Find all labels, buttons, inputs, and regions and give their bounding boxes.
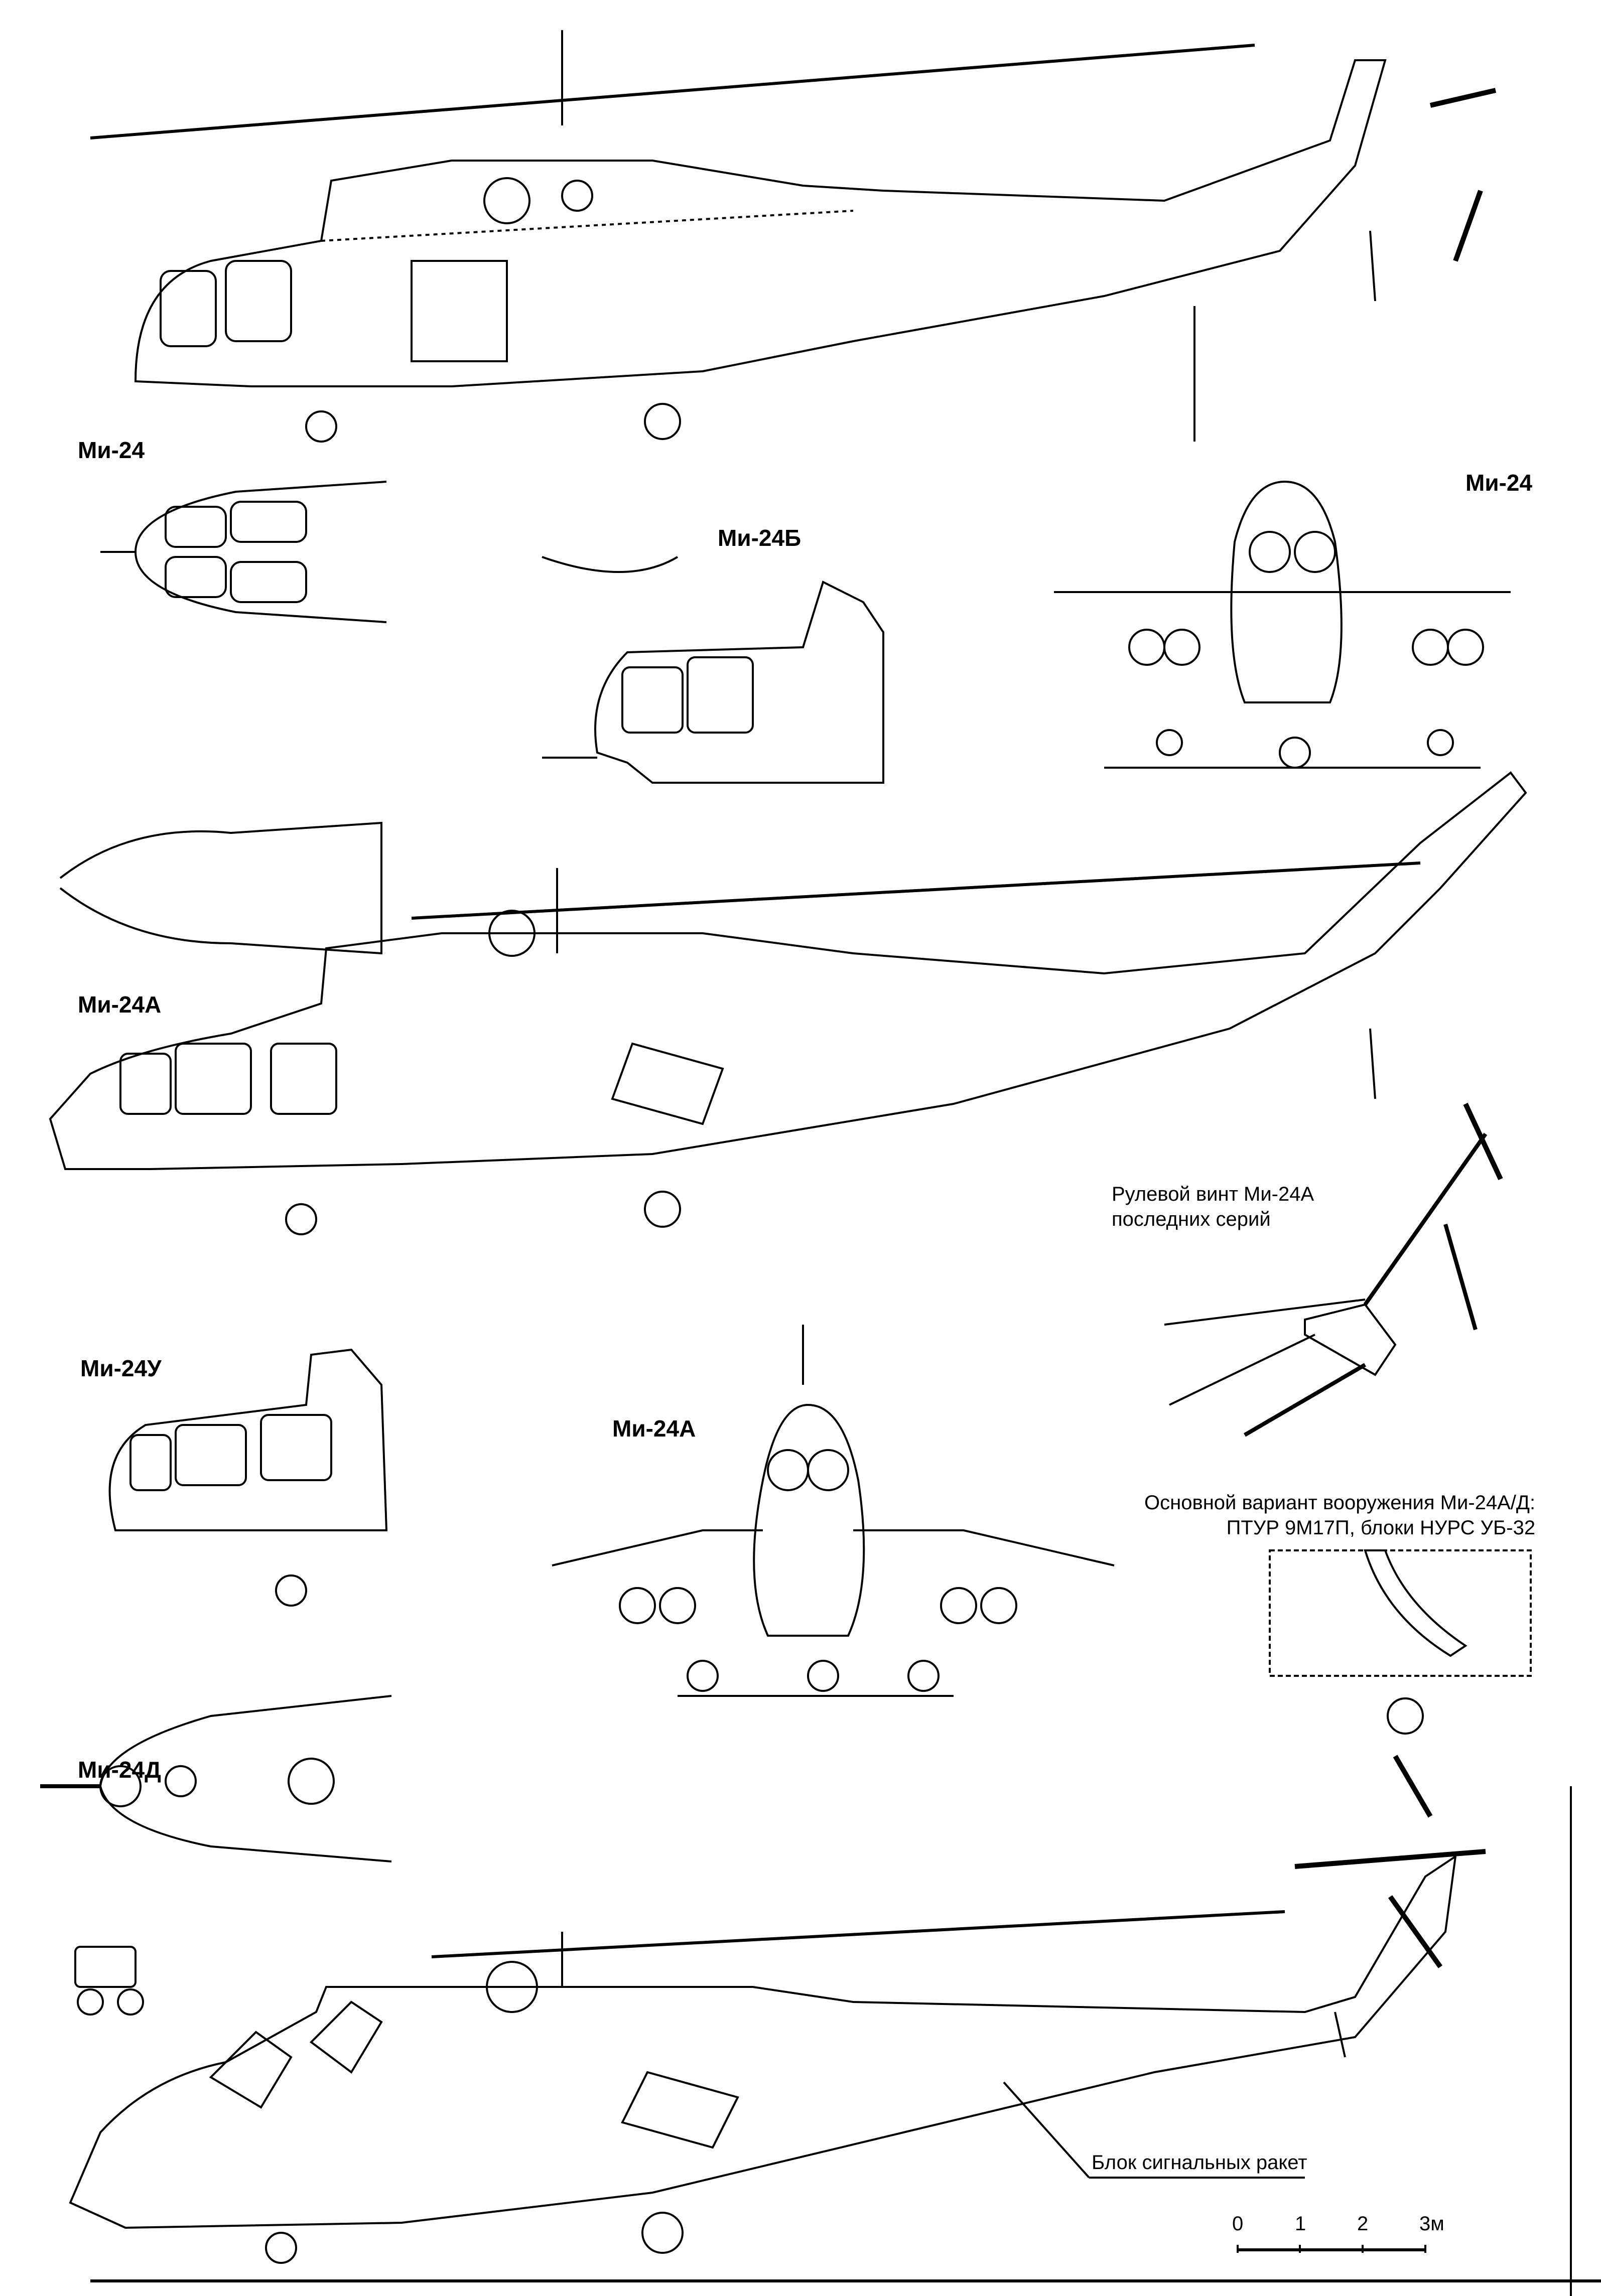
caption-armament-line2: ПТУР 9М17П, блоки НУРС УБ-32 xyxy=(1226,1517,1536,1539)
label-mi24a-side: Ми-24А xyxy=(78,991,162,1018)
label-mi24b: Ми-24Б xyxy=(718,525,802,551)
mi24u-nose-view xyxy=(108,1348,388,1607)
armament-detail xyxy=(1269,1549,1532,1735)
scale-label-0: 0 xyxy=(1232,2213,1244,2235)
mi24-canopy-top-view xyxy=(100,481,387,623)
mi24b-nose-view xyxy=(542,556,884,784)
scale-label-2: 2 xyxy=(1357,2213,1369,2235)
label-mi24a-front: Ми-24А xyxy=(612,1415,696,1442)
label-mi24-front: Ми-24 xyxy=(1465,470,1533,496)
mi24a-side-view xyxy=(49,771,1527,1235)
caption-flare-block: Блок сигнальных ракет xyxy=(1092,2151,1307,2174)
scale-label-1: 1 xyxy=(1295,2213,1306,2235)
mi24-side-view xyxy=(90,30,1497,443)
label-mi24d: Ми-24Д xyxy=(78,1757,161,1783)
tail-rotor-detail xyxy=(1164,1132,1488,1437)
mi24d-front-mini xyxy=(74,1946,144,2016)
caption-armament: Основной вариант вооружения Ми-24А/Д: ПТ… xyxy=(1144,1490,1535,1540)
mi24a-front-view xyxy=(552,1325,1115,1697)
caption-tail-rotor-line1: Рулевой винт Ми-24А xyxy=(1112,1183,1314,1205)
mi24d-nose-top-view xyxy=(40,1695,392,1862)
scale-label-3: 3м xyxy=(1419,2213,1444,2235)
mi24d-side-view xyxy=(69,1755,1486,2264)
label-mi24u: Ми-24У xyxy=(80,1355,162,1381)
caption-tail-rotor-line2: последних серий xyxy=(1112,1208,1271,1230)
label-mi24-side: Ми-24 xyxy=(78,437,145,463)
scale-bar xyxy=(1237,2245,1426,2253)
caption-tail-rotor: Рулевой винт Ми-24А последних серий xyxy=(1112,1182,1314,1232)
mi24-front-view xyxy=(1054,306,1511,769)
caption-armament-line1: Основной вариант вооружения Ми-24А/Д: xyxy=(1144,1492,1536,1514)
